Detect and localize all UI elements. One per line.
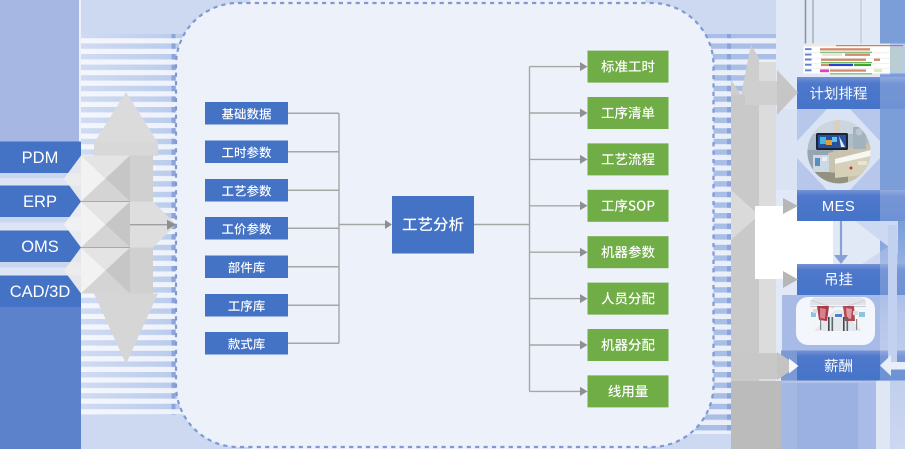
svg-text:MES: MES bbox=[822, 199, 855, 215]
svg-text:PDM: PDM bbox=[22, 149, 59, 167]
svg-text:ERP: ERP bbox=[23, 193, 57, 211]
svg-text:OMS: OMS bbox=[21, 238, 59, 256]
svg-text:CAD/3D: CAD/3D bbox=[10, 283, 71, 301]
